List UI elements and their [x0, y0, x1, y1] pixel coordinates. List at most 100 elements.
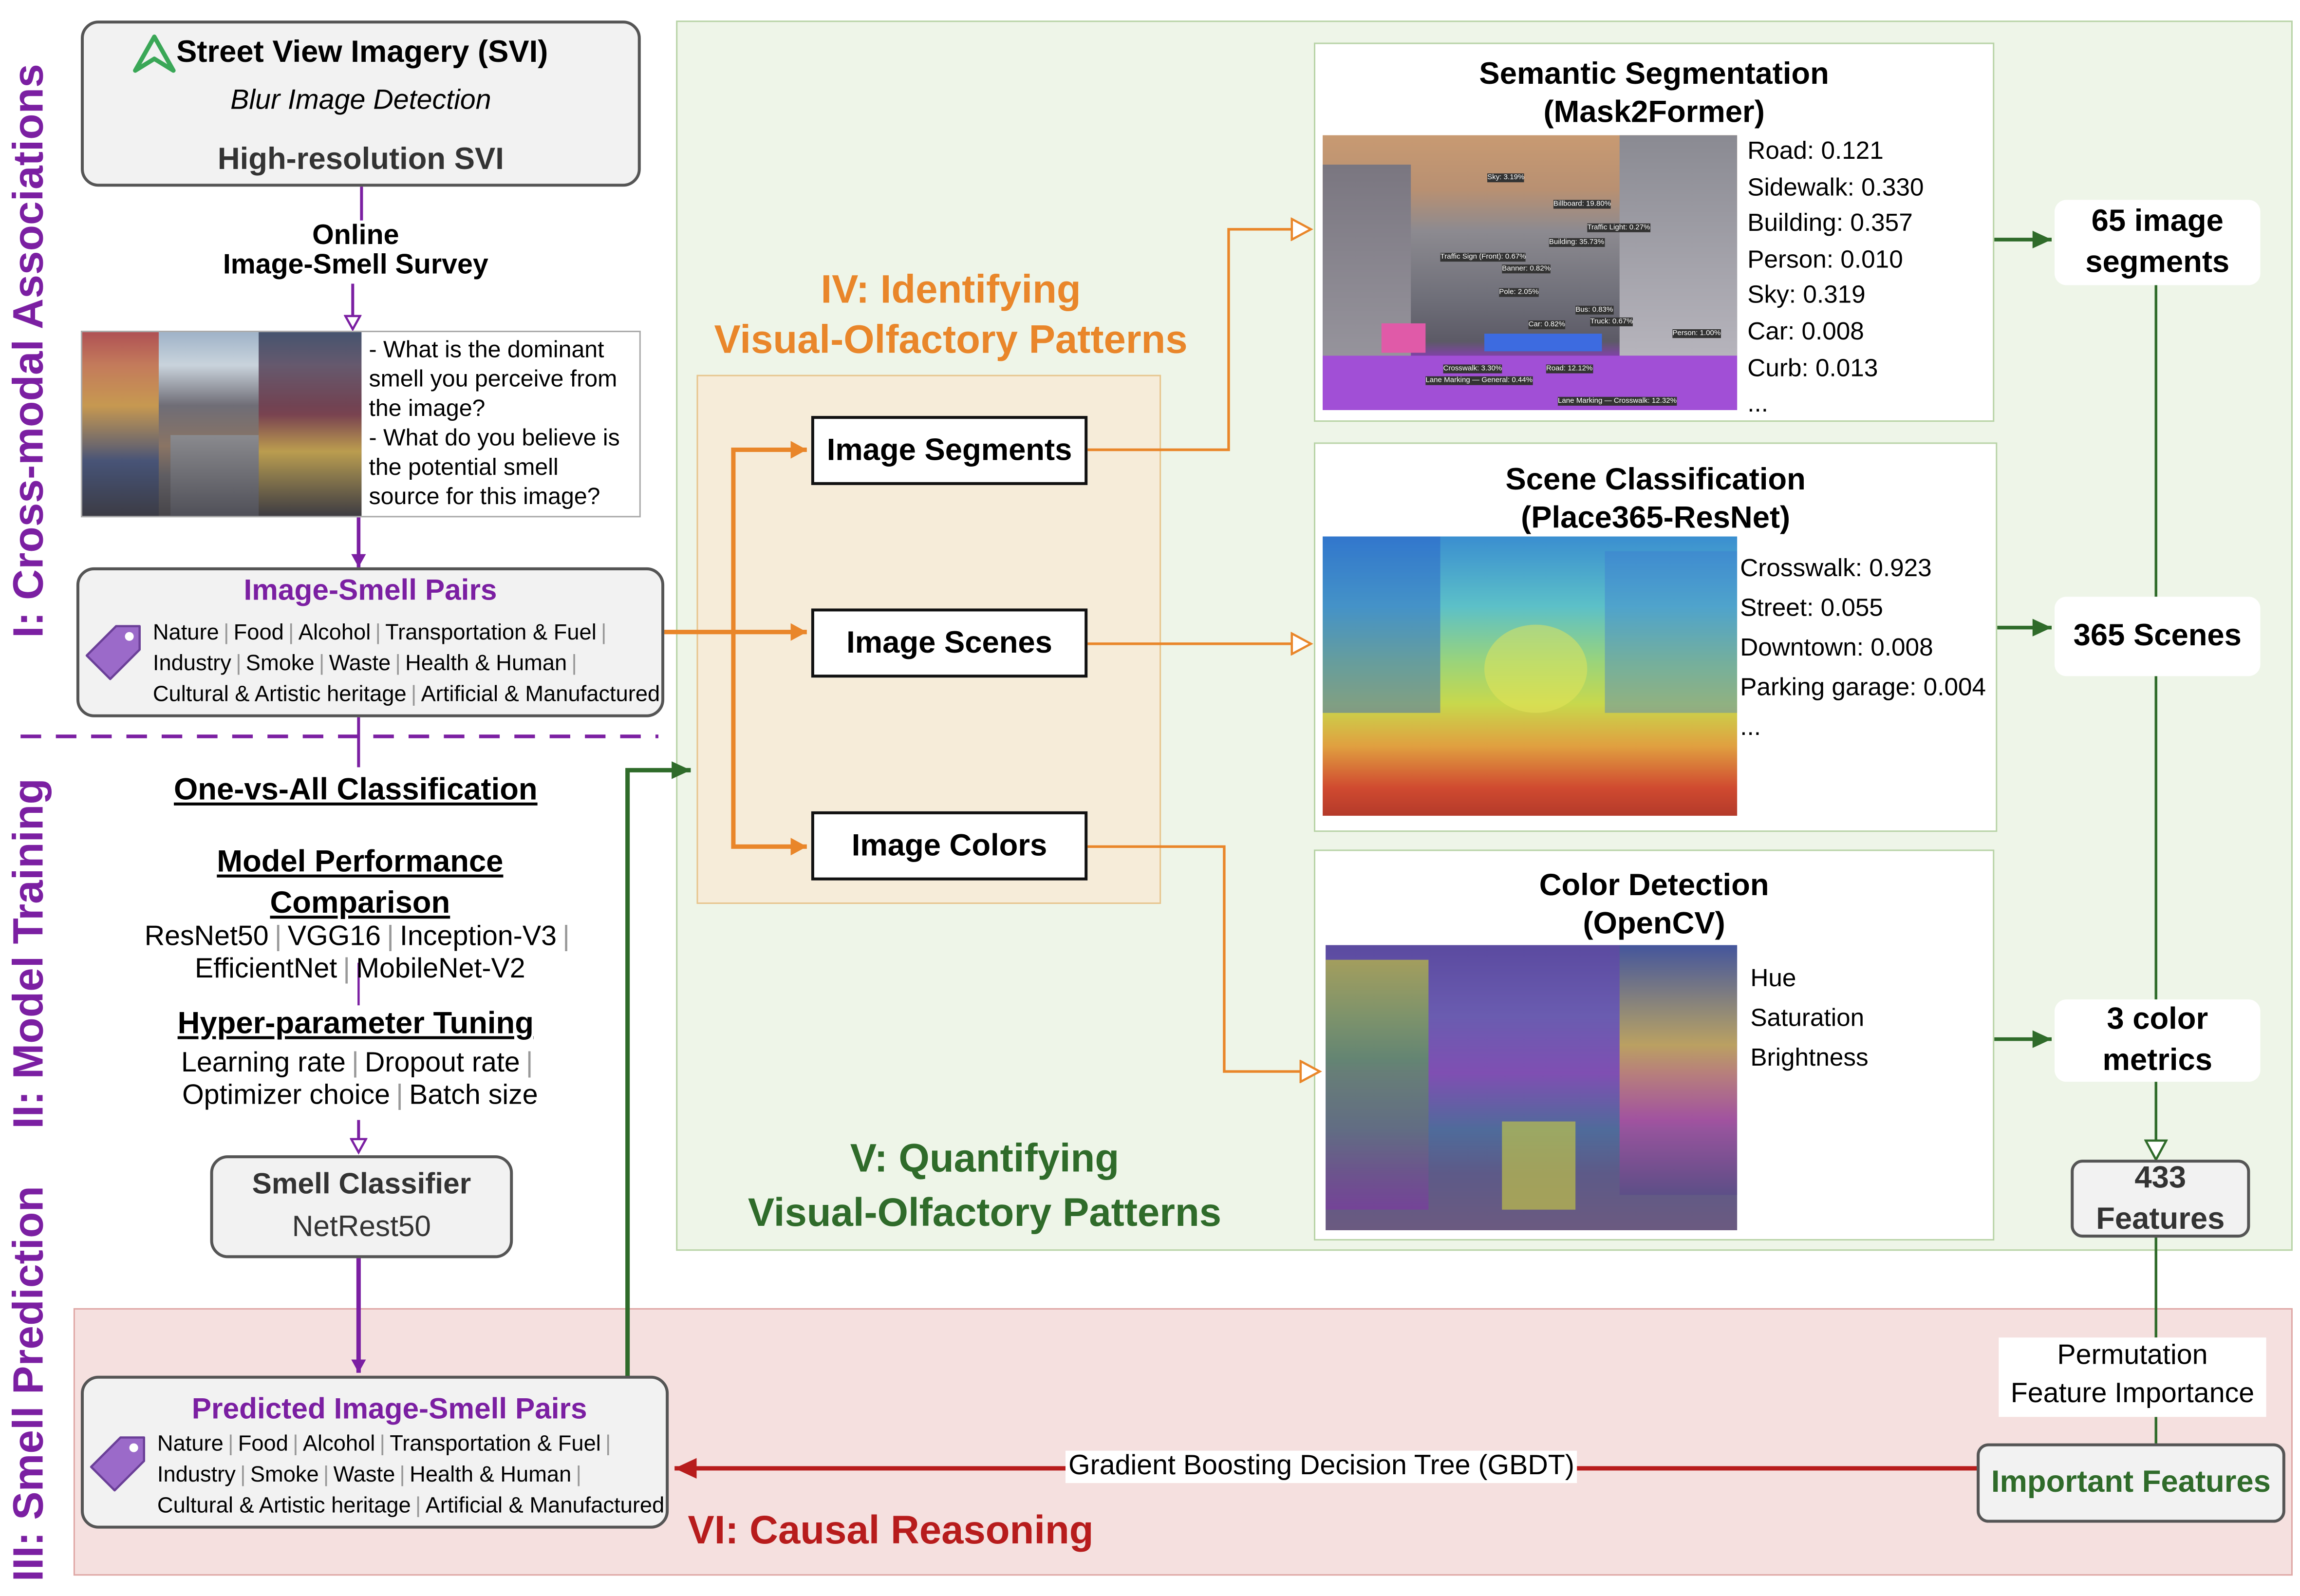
perf-line1: Model Performance	[217, 845, 504, 879]
color-value: Saturation	[1750, 1004, 1865, 1032]
seg-value: Sky: 0.319	[1747, 281, 1866, 309]
image-scenes-box: Image Scenes	[811, 608, 1088, 678]
tag: Waste	[329, 651, 391, 676]
segmentation-image-labels: Sky: 3.19% Billboard: 19.80% Traffic Lig…	[1340, 162, 1725, 406]
high-resolution-svi: High-resolution SVI	[217, 142, 504, 177]
tag: Cultural & Artistic heritage	[152, 682, 407, 707]
tag: Industry	[157, 1462, 236, 1488]
svi-title: Street View Imagery (SVI)	[176, 35, 548, 69]
identifying-title: IV: Identifying Visual-Olfactory Pattern…	[679, 264, 1223, 364]
pfi-line1: Permutation	[2057, 1340, 2208, 1371]
identifying-line2: Visual-Olfactory Patterns	[714, 317, 1188, 362]
model-list: ResNet50|VGG16|Inception-V3| EfficientNe…	[144, 921, 570, 985]
segmentation-values: Road: 0.121 Sidewalk: 0.330 Building: 0.…	[1747, 134, 1924, 423]
model-name: VGG16	[287, 921, 381, 953]
color-values: Hue Saturation Brightness	[1750, 958, 1868, 1077]
scenes-count-box: 365 Scenes	[2055, 597, 2261, 676]
tag: Alcohol	[302, 1431, 375, 1457]
hyper-param: Optimizer choice	[182, 1080, 391, 1111]
survey-line1: Online	[312, 220, 399, 252]
seg-label: Car: 0.82%	[1528, 320, 1566, 330]
quantifying-line1: V: Quantifying	[850, 1136, 1120, 1181]
segmentation-line1: Semantic Segmentation	[1479, 57, 1829, 92]
classifier-title: Smell Classifier	[252, 1168, 471, 1201]
model-name: EfficientNet	[195, 954, 337, 985]
seg-value: Road: 0.121	[1747, 136, 1884, 165]
tag: Health & Human	[405, 651, 567, 676]
seg-label: Truck: 0.67%	[1590, 317, 1633, 326]
stage1-label: I: Cross-modal Associations	[6, 64, 53, 638]
segmentation-line2: (Mask2Former)	[1543, 95, 1765, 130]
tag-icon	[90, 1436, 146, 1492]
seg-value: Person: 0.010	[1747, 245, 1903, 273]
survey-label: Online Image-Smell Survey	[147, 220, 564, 281]
color-title: Color Detection (OpenCV)	[1314, 867, 1994, 944]
model-name: MobileNet-V2	[356, 954, 525, 985]
segments-count-line2: segments	[2085, 245, 2230, 280]
scene-line2: (Place365-ResNet)	[1521, 501, 1791, 535]
seg-value: Sidewalk: 0.330	[1747, 172, 1924, 201]
color-metrics-line2: metrics	[2102, 1043, 2213, 1078]
seg-label: Traffic Sign (Front): 0.67%	[1440, 253, 1526, 262]
model-name: Inception-V3	[400, 921, 557, 953]
tag: Health & Human	[410, 1462, 572, 1488]
blur-detection: Blur Image Detection	[230, 85, 491, 116]
seg-value: Car: 0.008	[1747, 317, 1864, 346]
seg-label: Sky: 3.19%	[1487, 173, 1525, 183]
seg-value: Curb: 0.013	[1747, 353, 1878, 382]
stage3-label: III: Smell Prediction	[6, 1186, 53, 1582]
seg-label: Traffic Light: 0.27%	[1587, 223, 1650, 232]
ova-title: One-vs-All Classification	[174, 773, 538, 807]
image-segments-box: Image Segments	[811, 416, 1088, 485]
tag: Smoke	[245, 651, 315, 676]
seg-label: Lane Marking — General: 0.44%	[1425, 376, 1533, 385]
quantifying-line2: Visual-Olfactory Patterns	[748, 1190, 1222, 1235]
predicted-title: Predicted Image-Smell Pairs	[191, 1393, 587, 1426]
seg-label: Bus: 0.83%	[1575, 305, 1613, 315]
scene-line1: Scene Classification	[1505, 463, 1806, 497]
scene-value: Parking garage: 0.004	[1740, 673, 1986, 701]
scene-values: Crosswalk: 0.923 Street: 0.055 Downtown:…	[1740, 548, 1986, 747]
scene-title: Scene Classification (Place365-ResNet)	[1314, 462, 1997, 538]
image-smell-pairs-box	[76, 567, 665, 717]
predicted-pairs-box	[80, 1375, 669, 1529]
scene-value: ...	[1740, 713, 1761, 741]
survey-street-image	[82, 332, 362, 516]
color-detection-image	[1326, 945, 1738, 1230]
tag: Nature	[157, 1431, 224, 1457]
tag: Transportation & Fuel	[385, 620, 597, 645]
hyper-param: Batch size	[409, 1080, 538, 1111]
tag: Nature	[152, 620, 219, 645]
tag: Transportation & Fuel	[390, 1431, 601, 1457]
tag: Artificial & Manufactured	[425, 1493, 665, 1519]
color-value: Brightness	[1750, 1043, 1869, 1072]
seg-label: Banner: 0.82%	[1502, 264, 1551, 274]
model-name: ResNet50	[144, 921, 269, 953]
classifier-model: NetRest50	[292, 1211, 431, 1244]
seg-label: Pole: 2.05%	[1499, 288, 1539, 297]
tag: Smoke	[250, 1462, 319, 1488]
question-line: smell you perceive from	[369, 367, 617, 393]
hyper-param: Learning rate	[181, 1048, 346, 1079]
seg-label: Lane Marking — Crosswalk: 12.32%	[1557, 396, 1677, 406]
hyper-title: Hyper-parameter Tuning	[177, 1007, 534, 1041]
seg-value: Building: 0.357	[1747, 209, 1913, 237]
segmentation-title: Semantic Segmentation (Mask2Former)	[1314, 56, 1994, 132]
svi-logo-icon	[133, 34, 176, 73]
seg-label: Building: 35.73%	[1549, 238, 1605, 247]
question-line: the image?	[369, 396, 486, 422]
scene-value: Crosswalk: 0.923	[1740, 554, 1932, 582]
seg-value: ...	[1747, 390, 1769, 418]
question-line: source for this image?	[369, 485, 600, 510]
seg-label: Crosswalk: 3.30%	[1443, 364, 1502, 374]
hyper-list: Learning rate|Dropout rate| Optimizer ch…	[181, 1048, 538, 1111]
causal-reasoning-title: VI: Causal Reasoning	[688, 1508, 1094, 1552]
question-line: - What is the dominant	[369, 338, 604, 363]
quantifying-title: V: Quantifying Visual-Olfactory Patterns	[720, 1132, 1249, 1240]
scene-value: Downtown: 0.008	[1740, 633, 1933, 662]
pairs-title: Image-Smell Pairs	[243, 574, 497, 607]
